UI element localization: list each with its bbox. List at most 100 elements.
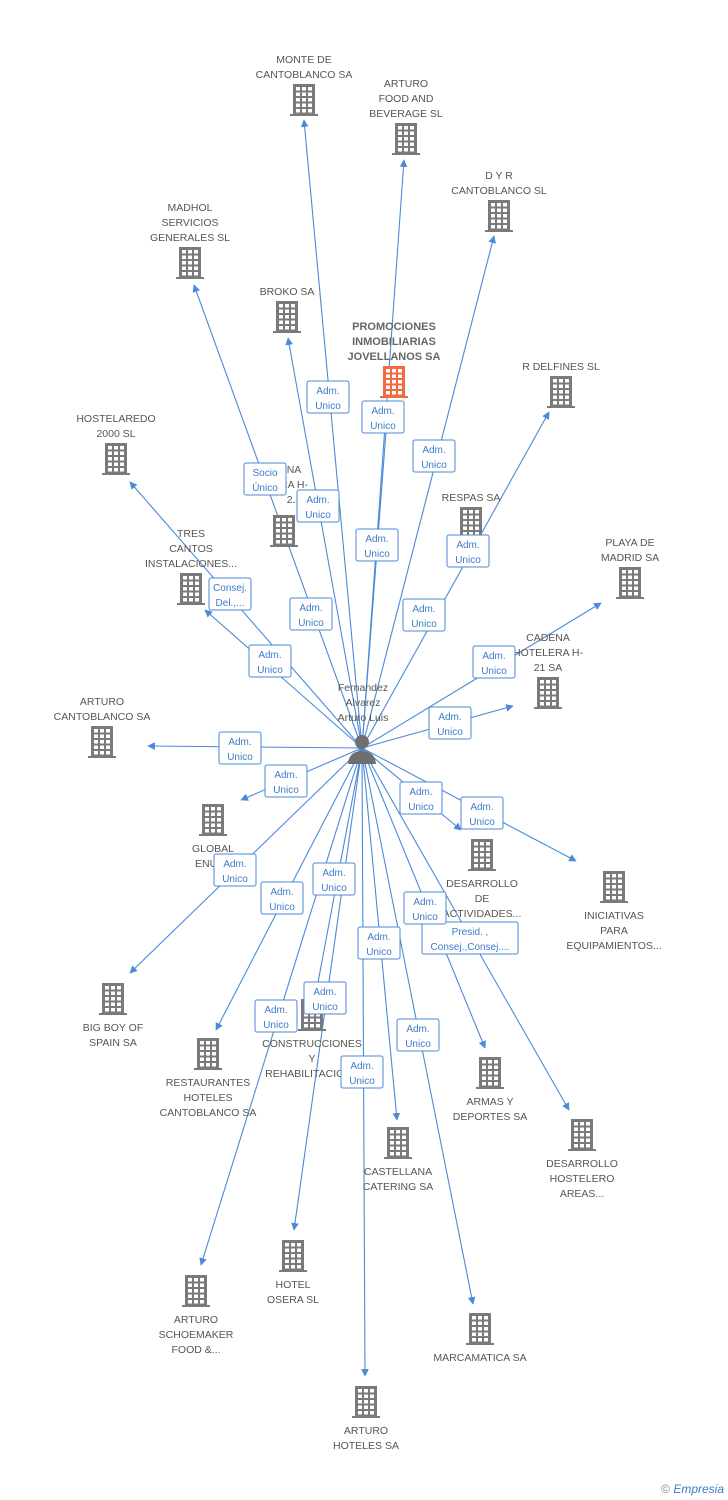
company-label: HOSTELAREDO [76,413,155,425]
company-label: INMOBILIARIAS [352,336,436,348]
role-badge[interactable]: Adm.Unico [248,644,292,678]
role-label: Unico [469,817,495,828]
role-label: Unico [366,947,392,958]
role-label: Adm. [270,887,293,898]
person-name: Fernandez [338,682,388,694]
role-badge[interactable]: Adm.Unico [355,528,399,562]
company-label: CANTOBLANCO SA [54,711,151,723]
company-node-tres-cantos[interactable]: TRESCANTOSINSTALACIONES... [145,528,237,605]
building-icon [290,84,318,116]
company-node-iniciativas[interactable]: INICIATIVASPARAEQUIPAMIENTOS... [566,871,662,952]
company-label: Y [308,1053,315,1065]
role-label: Unico [364,549,390,560]
company-label: D Y R [485,170,513,182]
role-label: Adm. [413,897,436,908]
building-icon [88,726,116,758]
role-badge[interactable]: Adm.Unico [306,380,350,414]
role-badge[interactable]: Adm.Unico [396,1018,440,1052]
role-badge[interactable]: Adm.Unico [412,439,456,473]
company-label: SPAIN SA [89,1037,137,1049]
role-badge[interactable]: Adm.Unico [402,598,446,632]
company-label: FOOD AND [379,93,434,105]
building-icon [182,1275,210,1307]
role-badge[interactable]: Adm.Unico [446,534,490,568]
role-label: Adm. [228,737,251,748]
building-icon [279,1240,307,1272]
company-label: INSTALACIONES... [145,558,237,570]
role-badge[interactable]: Adm.Unico [428,706,472,740]
company-node-desarrollo-act[interactable]: DESARROLLODEACTIVIDADES... [443,839,522,920]
brand-logo[interactable]: Empresia [673,1482,724,1496]
role-badge[interactable]: Adm.Unico [472,645,516,679]
role-badge[interactable]: Adm.Unico [312,862,356,896]
role-label: Adm. [350,1061,373,1072]
company-label: 21 SA [534,662,563,674]
role-badge[interactable]: Adm.Unico [296,489,340,523]
company-label: MARCAMATICA SA [433,1352,526,1364]
role-badge[interactable]: Adm.Unico [254,999,298,1033]
role-badge[interactable]: Adm. Unico [460,796,504,830]
company-label: FOOD &... [171,1344,220,1356]
building-icon [273,301,301,333]
building-icon [102,443,130,475]
role-badge[interactable]: Adm.Unico [361,400,405,434]
building-icon [270,515,298,547]
role-badge[interactable]: Consej.Del.,... [208,577,252,611]
role-badge[interactable]: Adm.Unico [399,781,443,815]
role-badge[interactable]: Adm.Unico [340,1055,384,1089]
role-badge[interactable]: Presid. ,Consej.,Consej.... [421,921,519,955]
building-icon [380,366,408,398]
company-node-marcamatica[interactable]: MARCAMATICA SA [433,1313,527,1364]
role-label: Unico [411,619,437,630]
company-label: INICIATIVAS [584,910,644,922]
company-label: MONTE DE [276,54,331,66]
company-label: GENERALES SL [150,232,230,244]
company-label: JOVELLANOS SA [348,351,441,363]
company-label: ARTURO [80,696,124,708]
company-node-arturo-cantoblanco[interactable]: ARTURO CANTOBLANCO SA [54,696,151,758]
company-label: HOTELERA H- [513,647,584,659]
role-label: Adm. [470,802,493,813]
role-badge[interactable]: Adm.Unico [218,731,262,765]
role-label: Unico [408,802,434,813]
company-node-desarrollo-host[interactable]: DESARROLLOHOSTELEROAREAS... [546,1119,618,1200]
role-badge[interactable]: Adm. Unico [357,926,401,960]
role-badge[interactable]: Adm.Unico [289,597,333,631]
role-label: Unico [312,1002,338,1013]
role-badge[interactable]: Adm.Unico [303,981,347,1015]
role-badge[interactable]: Adm.Unico [213,853,257,887]
company-label: PROMOCIONES [352,321,436,333]
company-label: ACTIVIDADES... [443,908,522,920]
company-label: DEPORTES SA [453,1111,528,1123]
company-label: CANTOBLANCO SA [160,1107,257,1119]
building-icon [194,1038,222,1070]
role-badge[interactable]: Adm.Unico [260,881,304,915]
company-label: DESARROLLO [546,1158,618,1170]
company-node-broko[interactable]: BROKO SA [260,286,315,333]
role-label: Adm. [367,932,390,943]
company-node-rdelfines[interactable]: R DELFINES SL [522,361,600,408]
role-badge[interactable]: Adm.Unico [264,764,308,798]
role-badge[interactable]: Adm.Unico [403,891,447,925]
company-node-armas[interactable]: ARMAS Y DEPORTES SA [453,1057,528,1123]
edge-promociones [361,404,392,749]
company-node-promociones[interactable]: PROMOCIONES INMOBILIARIAS JOVELLANOS SA [348,321,441,398]
edge-broko [285,337,363,749]
company-label: ARMAS Y [466,1096,513,1108]
role-label: Adm. [406,1024,429,1035]
